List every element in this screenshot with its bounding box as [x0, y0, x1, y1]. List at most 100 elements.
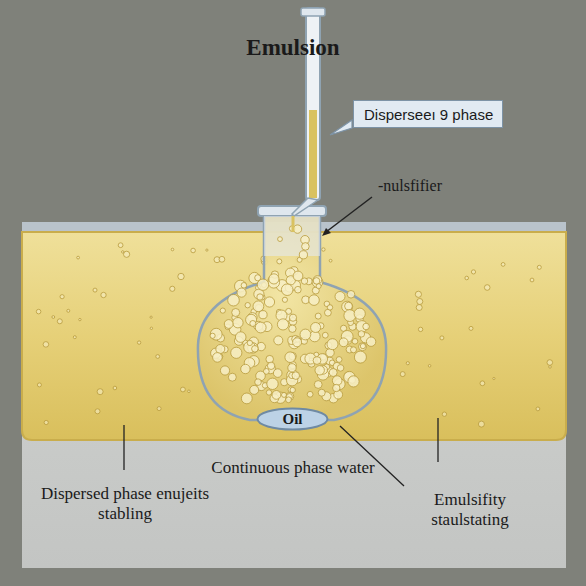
bubble — [358, 331, 364, 337]
title: Emulsion — [0, 34, 586, 62]
flask-neck-glass — [264, 216, 320, 256]
bubble — [250, 385, 259, 394]
bubble — [247, 340, 252, 345]
bubble — [282, 392, 287, 397]
bubble — [277, 259, 282, 264]
bubble — [536, 407, 540, 411]
bubble — [293, 225, 301, 233]
bubble — [335, 292, 345, 302]
bubble — [471, 270, 475, 274]
bubble — [333, 384, 340, 391]
bubble — [311, 323, 321, 333]
callout-box: Disperseeı 9 phase — [353, 100, 503, 128]
bubbles — [210, 225, 376, 404]
bubble — [530, 278, 534, 282]
emulsifier-label: -nulsfifier — [378, 176, 528, 195]
bubble — [37, 383, 41, 387]
bubble — [417, 299, 423, 305]
bubble — [210, 328, 222, 340]
bubble — [233, 318, 243, 328]
bubble — [359, 343, 367, 351]
bubble — [101, 292, 106, 297]
bubble — [269, 274, 279, 284]
bubble — [352, 339, 358, 345]
bubble — [220, 308, 225, 313]
bubble — [318, 389, 325, 396]
bubble — [97, 389, 103, 395]
pipette-cap — [301, 8, 325, 16]
emulsifity-label: Emulsifity staulstating — [380, 490, 560, 531]
bubble — [274, 336, 283, 345]
bubble — [73, 336, 76, 339]
pipette-liquid — [309, 110, 317, 198]
bubble — [478, 421, 484, 427]
bubble — [354, 351, 366, 363]
bubble — [415, 291, 421, 297]
bubble — [329, 259, 332, 262]
bubble — [213, 353, 223, 363]
bubble — [345, 302, 353, 310]
bubble — [93, 288, 97, 292]
bubble — [232, 309, 240, 317]
leader-line — [437, 418, 438, 462]
bubble — [493, 377, 495, 379]
bubble — [245, 303, 250, 308]
continuous-phase-label: Continuous phase water — [183, 458, 403, 478]
arrowhead — [322, 228, 331, 236]
bubble — [314, 381, 322, 389]
bubble — [237, 288, 246, 297]
bubble — [344, 310, 356, 322]
bubble — [210, 333, 215, 338]
bubble — [293, 338, 302, 347]
bubble — [322, 248, 325, 251]
bubble — [235, 332, 246, 343]
bubble — [259, 311, 267, 319]
bubble — [406, 362, 409, 365]
leader-line — [326, 197, 372, 232]
bubble — [272, 391, 281, 400]
oil-oval: Oil — [256, 407, 329, 431]
bubble — [348, 376, 359, 387]
bubble — [170, 286, 175, 291]
drip — [292, 216, 295, 232]
bubble — [290, 387, 295, 392]
bubble — [266, 390, 271, 395]
bubble — [36, 309, 41, 314]
dispersed-phase-label: Dispersed phase enujeits stabling — [30, 484, 220, 525]
bubble — [281, 284, 293, 296]
bubble — [314, 276, 322, 284]
bubble — [295, 286, 302, 293]
bubble — [537, 265, 541, 269]
bubble — [299, 251, 307, 259]
bubble — [336, 357, 342, 363]
bubble — [231, 347, 242, 358]
bubble — [293, 271, 303, 281]
bubble — [400, 372, 405, 377]
bubble — [337, 365, 344, 372]
bubble — [219, 256, 225, 262]
bubble — [43, 342, 49, 348]
bubble — [79, 318, 81, 320]
bubble — [501, 263, 505, 267]
oval — [258, 409, 328, 430]
bubble — [44, 420, 48, 424]
bubble — [302, 243, 310, 251]
bubble — [315, 366, 324, 375]
bubble — [278, 237, 283, 242]
bubble — [549, 366, 552, 369]
bubble — [547, 360, 553, 366]
bubble — [118, 243, 123, 248]
bubble — [354, 308, 365, 319]
bubble — [366, 337, 375, 346]
bubble — [360, 344, 365, 349]
bubble — [77, 256, 80, 259]
bubble — [171, 248, 174, 251]
flask — [198, 212, 386, 420]
bubble — [329, 369, 337, 377]
bubble — [206, 249, 208, 251]
bubble — [347, 291, 355, 299]
bubble — [266, 355, 274, 363]
bubble — [228, 294, 240, 306]
bubble — [480, 381, 485, 386]
bubble — [124, 251, 130, 257]
